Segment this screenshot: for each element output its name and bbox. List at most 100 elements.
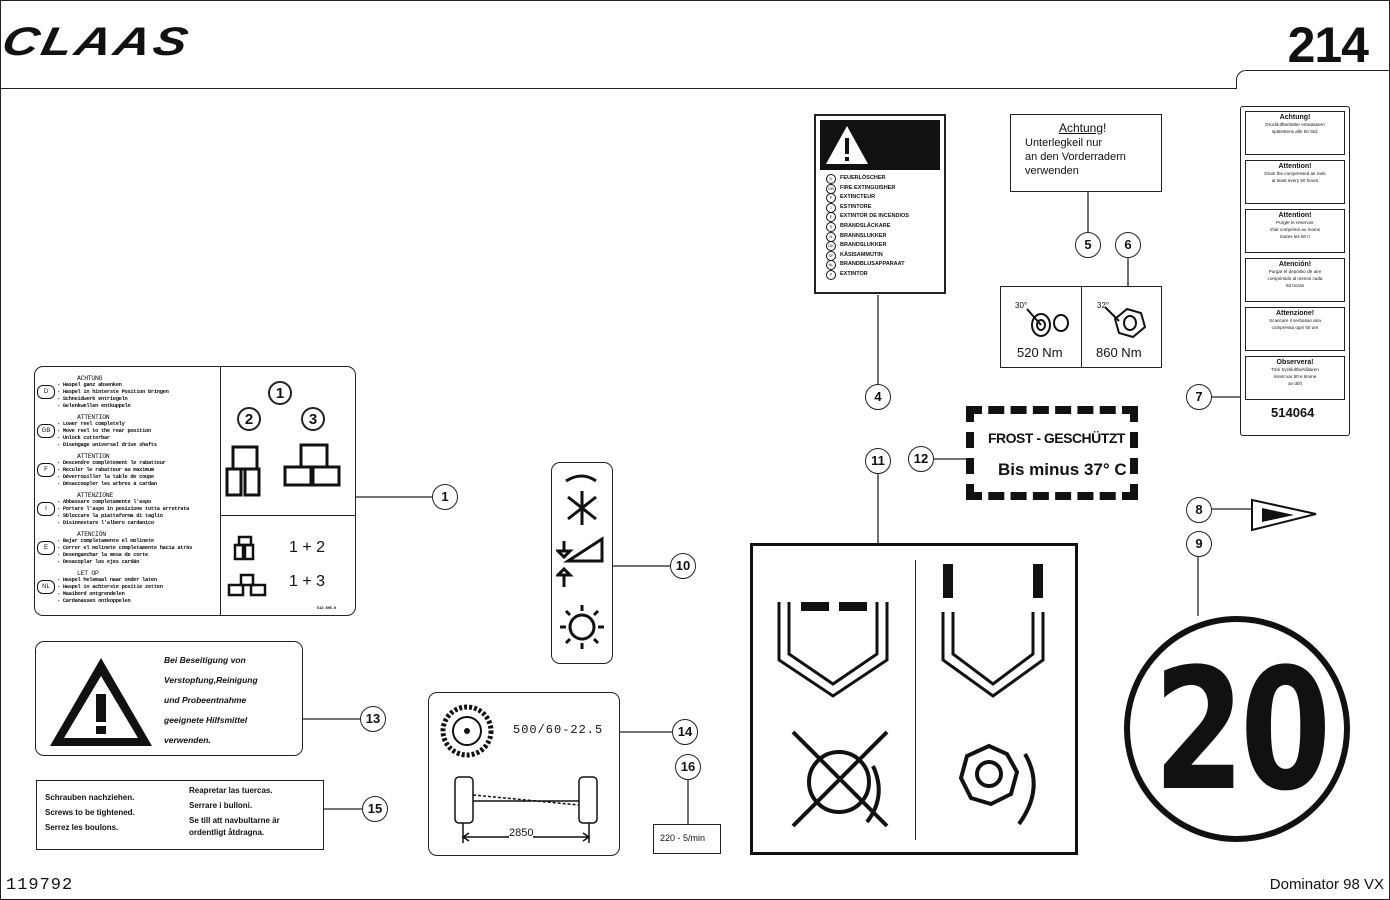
label-1-line: - Desacoplar los ejes cardán [57, 559, 140, 565]
label-5-wheel-chock-notice: Achtung! Unterlegkeil nur an den Vorderr… [1010, 114, 1162, 192]
label-13-line: geeignete Hilfsmittel [164, 715, 248, 725]
callout-5: 5 [1075, 232, 1101, 258]
label-7-section: Observera!Töm tryckluftbehållaren minst v… [1245, 356, 1345, 400]
label-1-section-title: LET OP [77, 570, 99, 577]
label-15-left-2: Screws to be tightened. [45, 808, 135, 817]
label-7-part-no: 514064 [1271, 405, 1315, 420]
language-code: GB [826, 183, 836, 194]
label-7-line: spätestens alle 50 Std. [1271, 129, 1319, 134]
drum-crossed-icon [791, 730, 889, 828]
language-code: E [826, 212, 836, 223]
label-12-line-2: Bis minus 37° C [998, 460, 1127, 479]
country-code-badge: I [37, 502, 55, 516]
label-7-line: at least every 50 hours [1271, 178, 1319, 183]
label-4-item-text: BRANNSLUKKER [840, 232, 887, 239]
label-6-divider [1081, 287, 1082, 367]
label-4-item: E EXTINTOR DE INCENDIOS [826, 212, 944, 223]
label-1-section: I ATTENZIONE- Abbassare completamente l'a… [37, 492, 219, 531]
label-1-line: - Descendre complètement le rabatteur [57, 460, 166, 466]
label-1-line: - Move reel to the rear position [57, 428, 151, 434]
label-5-line-1: Unterlegkeil nur [1025, 137, 1103, 149]
combo-label-b: 1 + 3 [289, 573, 326, 590]
label-4-item-text: EXTINTOR [840, 270, 868, 277]
country-code-badge: D [37, 385, 55, 399]
country-code-badge: E [37, 541, 55, 555]
label-7-line: Purgar el depósito de aire [1268, 269, 1322, 274]
label-1-line: - Haspel in achterste positie zetten [57, 584, 163, 590]
header-notch [1236, 70, 1390, 89]
label-1-section-title: ATTENZIONE [77, 492, 114, 499]
label-15-right-2: Serrare i bulloni. [189, 801, 253, 810]
label-1-line: - Déverrouiller la table de coupe [57, 474, 154, 480]
label-5-line-2: an den Vorderradern [1025, 151, 1126, 163]
language-code: I [826, 202, 836, 213]
label-1-line: - Haspel helemaal naar onder laten [57, 577, 157, 583]
label-1-line: - Correr el molinete completamente hacia… [57, 545, 193, 551]
label-1-section-title: ACHTUNG [77, 375, 103, 382]
label-7-line: Drain the compressed air tank [1264, 171, 1326, 176]
label-13-line: Bei Beseitigung von [164, 655, 246, 665]
label-4-item-text: EXTINTOR DE INCENDIOS [840, 213, 909, 220]
drum-icon [958, 743, 1036, 826]
label-1-line: - Haspel in hinterste Position bringen [57, 389, 169, 395]
label-12-frost-protected: FROST - GESCHÜTZT Bis minus 37° C [966, 406, 1138, 500]
label-5-line-3: verwenden [1025, 165, 1079, 177]
label-13-line: verwenden. [164, 735, 211, 745]
label-15-left-3: Serrez les boulons. [45, 823, 119, 832]
label-13-line: Verstopfung,Reinigung [164, 675, 258, 685]
callout-8: 8 [1186, 497, 1212, 523]
label-6-angle-left: 30° [1015, 301, 1028, 310]
label-7-line: minst var 50:e timme [1273, 374, 1317, 379]
label-15-right-4: ordentligt åtdragna. [189, 828, 265, 837]
label-1-section: NL LET OP- Haspel helemaal naar onder lat… [37, 570, 219, 609]
reel-position-icon [225, 443, 341, 497]
label-1-line: - Abbassare completamente l'aspo [57, 499, 151, 505]
label-7-line: Töm tryckluftbehållaren [1271, 367, 1319, 372]
country-code-badge: GB [37, 424, 55, 438]
label-1-circle-3: 3 [301, 407, 325, 431]
language-code: P [826, 269, 836, 280]
label-15-tighten-screws: Schrauben nachziehen. Screws to be tight… [36, 780, 324, 850]
language-code: DK [826, 241, 836, 252]
label-16-speed: 220 - 5/min [653, 824, 721, 854]
label-1-circle-2: 2 [237, 407, 261, 431]
label-7-line: Druckluftbehälter entwässern [1265, 122, 1325, 127]
label-1-line: - Disengage universal drive shafts [57, 442, 157, 448]
country-code-badge: F [37, 463, 55, 477]
language-code: D [826, 174, 836, 184]
label-1-line: - Gelenkwellen entkuppeln [57, 403, 131, 409]
label-1-line: - Disinnestare l'albero cardanico [57, 520, 154, 526]
label-5-title: Achtung! [1059, 121, 1106, 135]
combo-label-a: 1 + 2 [289, 539, 326, 556]
label-11-divider [915, 560, 916, 840]
label-6-angle-right: 32° [1097, 301, 1110, 310]
country-code-badge: NL [37, 580, 55, 594]
label-7-section-title: Observera! [1276, 359, 1314, 366]
combo-icon-a [233, 535, 255, 561]
work-light-icon [560, 605, 604, 649]
page-number: 214 [1287, 17, 1369, 73]
label-7-line: compressa ogni 50 ore [1271, 325, 1319, 330]
label-1-section-title: ATTENTION [77, 453, 110, 460]
nut-icon-right [1104, 306, 1147, 339]
label-9-speed-sign: 20 [1124, 616, 1350, 842]
label-1-section-title: ATTENTION [77, 414, 110, 421]
label-4-header [820, 120, 940, 170]
label-7-line: av drift [1288, 381, 1302, 386]
callout-11: 11 [865, 448, 891, 474]
callout-1: 1 [432, 484, 458, 510]
label-7-line: Purger le réservoir [1276, 220, 1314, 225]
label-6-torque-right: 860 Nm [1096, 345, 1142, 360]
label-13-line: und Probeentnahme [164, 695, 247, 705]
label-1-line: - Maaibord ontgrendelen [57, 591, 125, 597]
